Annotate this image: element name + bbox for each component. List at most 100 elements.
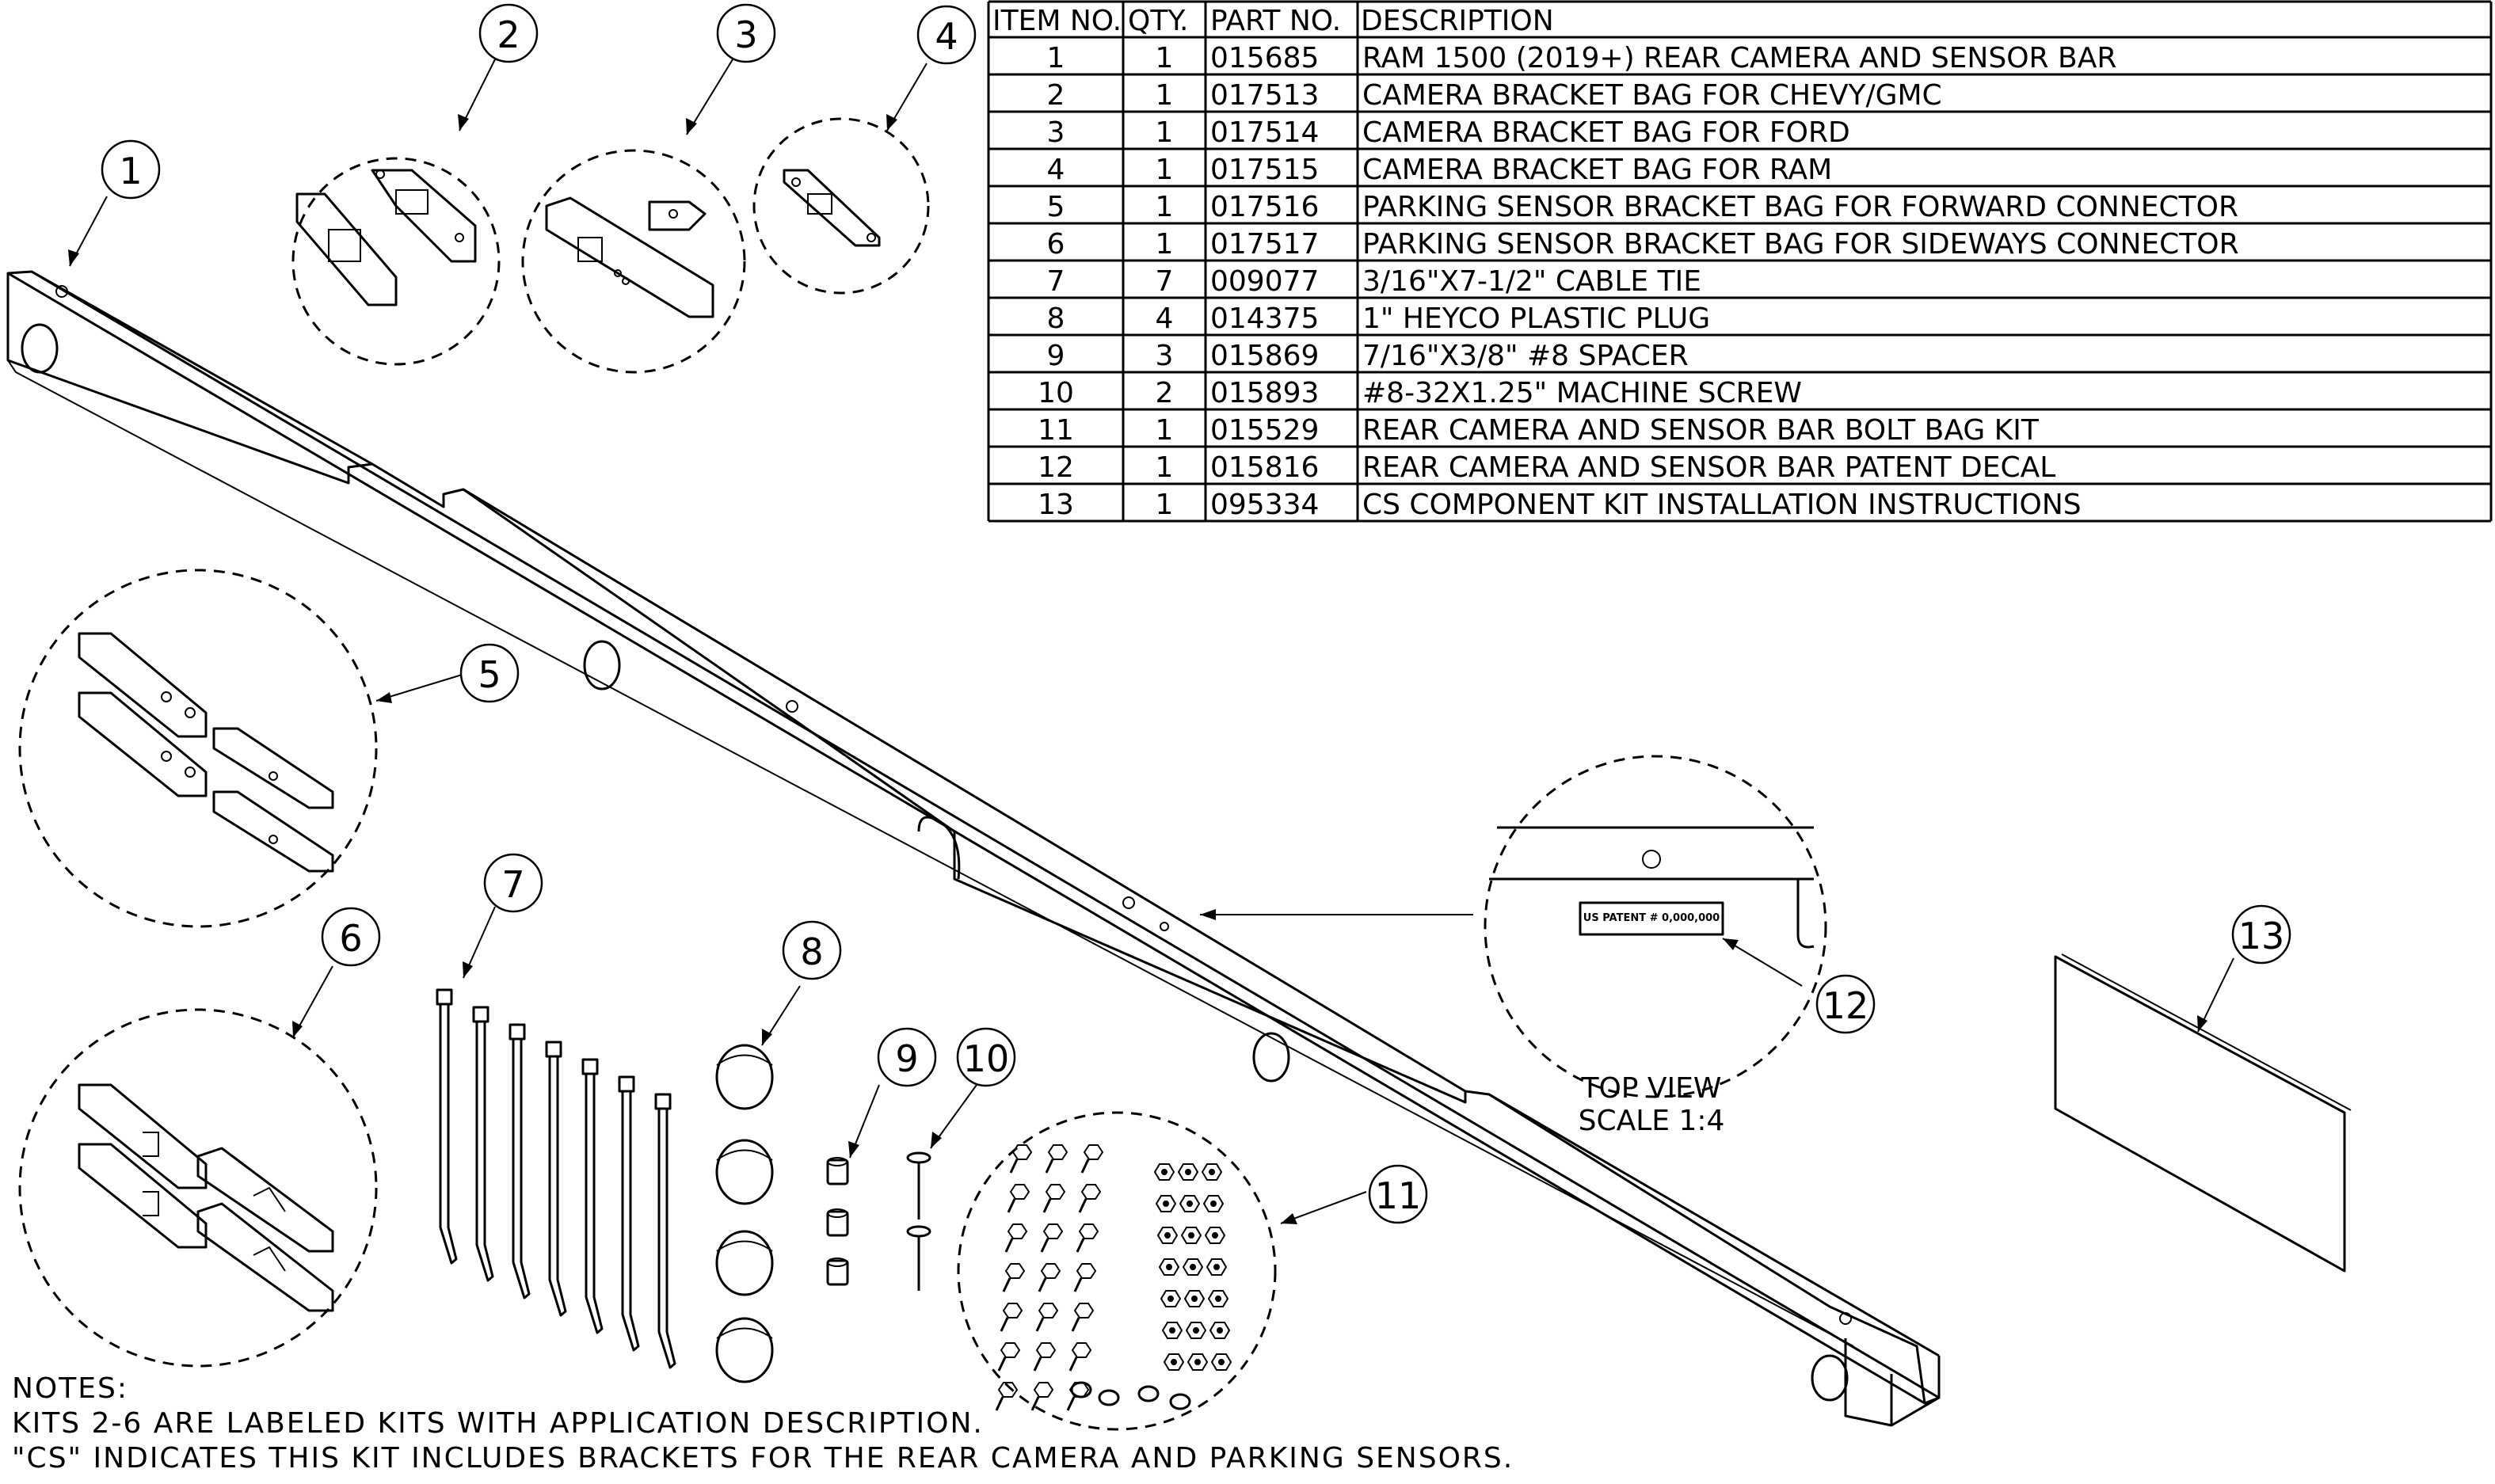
hex-nut-hole	[1188, 1232, 1194, 1239]
bolt-shank	[1002, 1277, 1011, 1292]
plastic-plugs	[715, 1044, 774, 1383]
cell-qty: 1	[1156, 154, 1174, 186]
hex-nut-hole	[1166, 1264, 1172, 1270]
hex-nut	[1207, 1290, 1229, 1307]
hex-nut	[1201, 1163, 1223, 1181]
cell-item-no: 3	[1047, 116, 1065, 149]
hex-nut	[1209, 1322, 1231, 1339]
cell-part-no: 017517	[1210, 228, 1319, 261]
bolt-head	[1038, 1303, 1059, 1318]
bolt-shank	[1066, 1396, 1076, 1411]
balloon-circle	[1368, 1164, 1428, 1224]
cell-qty: 7	[1156, 265, 1174, 298]
cable-tie-strap	[439, 1004, 458, 1265]
cable-tie-strap	[475, 1022, 494, 1282]
camera-bracket-ford	[521, 149, 746, 374]
bolt-head	[1078, 1223, 1099, 1239]
balloon-circle	[101, 139, 161, 200]
cell-description: 3/16"X7-1/2" CABLE TIE	[1362, 265, 1701, 298]
hex-nut-hole	[1169, 1327, 1175, 1334]
bolt-bag-kit	[957, 1111, 1277, 1431]
balloon-label: 8	[800, 930, 823, 973]
hex-nut	[1202, 1195, 1225, 1212]
bolt-shank	[1042, 1198, 1052, 1213]
bolt-shank	[995, 1396, 1004, 1411]
parking-sensor-bracket-sideways	[18, 1008, 378, 1368]
hex-nut-hole	[1168, 1296, 1174, 1302]
camera-bracket-chevy-gmc	[291, 157, 501, 366]
balloon-circle	[782, 920, 842, 980]
bolt-head	[1007, 1223, 1028, 1239]
balloon-circle	[1815, 974, 1876, 1034]
hex-nut-hole	[1161, 1169, 1168, 1175]
cell-item-no: 13	[1038, 489, 1074, 521]
small-hardware	[1070, 1381, 1092, 1398]
cell-part-no: 009077	[1210, 265, 1319, 298]
bolt-head	[1080, 1184, 1102, 1200]
cell-item-no: 4	[1047, 154, 1065, 186]
hex-nut	[1180, 1227, 1202, 1244]
leader-lines	[68, 59, 2234, 1224]
bolt-head	[1002, 1303, 1023, 1318]
hex-nut-hole	[1185, 1169, 1191, 1175]
bolt-head	[1042, 1223, 1064, 1239]
small-hardware	[1098, 1389, 1120, 1406]
cell-qty: 1	[1156, 191, 1174, 223]
balloon-label: 13	[2238, 915, 2285, 957]
hex-nut-hole	[1190, 1264, 1196, 1270]
bolt-shank	[1009, 1159, 1019, 1174]
cable-tie-head	[509, 1023, 526, 1041]
cell-part-no: 017516	[1210, 191, 1319, 223]
cell-qty: 1	[1156, 79, 1174, 112]
sensor-bar-part	[6, 270, 1941, 1427]
cell-item-no: 10	[1038, 377, 1074, 409]
note-line-2: "CS" INDICATES THIS KIT INCLUDES BRACKET…	[12, 1442, 1514, 1474]
cell-qty: 1	[1156, 228, 1174, 261]
hex-nut-hole	[1210, 1201, 1217, 1207]
cell-description: 7/16"X3/8" #8 SPACER	[1362, 340, 1689, 372]
hex-nut	[1182, 1258, 1204, 1276]
balloon-label: 5	[478, 653, 501, 696]
header-item-no: ITEM NO.	[992, 5, 1122, 37]
top-view-detail: US PATENT # 0,000,000 TOP VIEW SCALE 1:4	[1484, 755, 1827, 1137]
cell-item-no: 8	[1047, 303, 1065, 335]
cable-tie-strap	[621, 1091, 640, 1352]
hex-nut	[1206, 1258, 1228, 1276]
cell-description: CAMERA BRACKET BAG FOR FORD	[1362, 116, 1850, 149]
bolt-shank	[1040, 1238, 1049, 1253]
balloon-circle	[321, 907, 381, 967]
bolt-shank	[1007, 1198, 1016, 1213]
bolt-head	[1000, 1342, 1021, 1358]
cable-tie-strap	[585, 1074, 604, 1334]
header-part-no: PART NO.	[1210, 5, 1341, 37]
cell-part-no: 095334	[1210, 489, 1319, 521]
cell-item-no: 5	[1047, 191, 1065, 223]
bolt-head	[1073, 1303, 1095, 1318]
cell-item-no: 7	[1047, 265, 1065, 298]
bolt-head	[1083, 1144, 1104, 1160]
bolt-head	[1004, 1263, 1026, 1279]
cell-qty: 1	[1156, 414, 1174, 447]
hex-nut-hole	[1194, 1359, 1201, 1365]
bolt-head	[1011, 1144, 1033, 1160]
cell-item-no: 1	[1047, 42, 1065, 74]
notes-heading: NOTES:	[12, 1372, 128, 1405]
instructions-sheet	[2054, 953, 2352, 1273]
hex-nut	[1185, 1322, 1207, 1339]
bolt-shank	[1068, 1357, 1078, 1372]
balloon-circle	[2231, 904, 2291, 965]
balloon-label: 11	[1375, 1174, 1422, 1217]
bolt-shank	[1035, 1317, 1045, 1332]
machine-screws	[906, 1151, 931, 1291]
cable-tie-head	[545, 1041, 562, 1058]
hex-nut	[1163, 1353, 1185, 1371]
hex-nut-hole	[1163, 1201, 1169, 1207]
spacers	[826, 1157, 849, 1286]
hex-nut	[1153, 1163, 1175, 1181]
hex-nut	[1155, 1195, 1177, 1212]
bolt-shank	[997, 1357, 1007, 1372]
hex-nut-hole	[1213, 1264, 1220, 1270]
cable-tie-strap	[512, 1039, 531, 1299]
bolt-shank	[1004, 1238, 1014, 1253]
